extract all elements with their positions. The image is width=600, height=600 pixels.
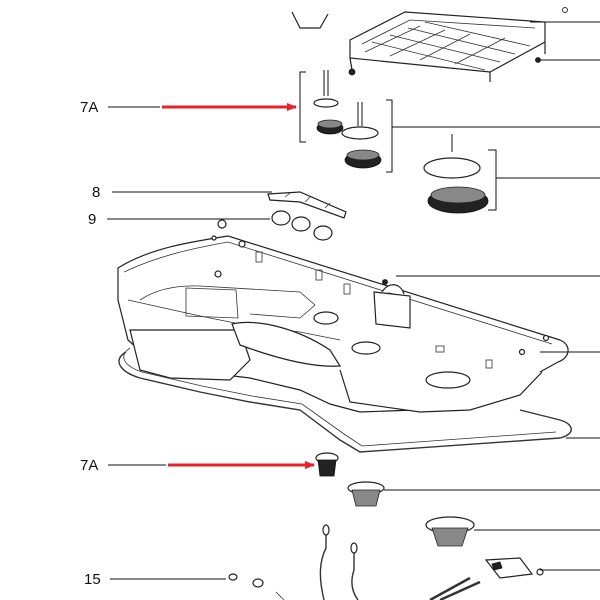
callout-9: 9 — [88, 211, 96, 228]
callout-8: 8 — [92, 184, 100, 201]
burner-group-top — [299, 70, 600, 214]
ignition-module-part — [484, 557, 544, 579]
callout-7a-top: 7A — [80, 99, 98, 116]
small-screw-part — [228, 573, 285, 600]
callout-7a-bottom: 7A — [80, 457, 98, 474]
ignition-wires-part — [319, 524, 481, 600]
pan-support-grate — [291, 11, 546, 82]
knob-panel-part — [267, 191, 347, 219]
gasket-seal-part — [118, 351, 572, 453]
control-knobs-part — [217, 210, 333, 241]
callout-15: 15 — [84, 571, 101, 588]
burner-cup-part-3 — [425, 516, 475, 547]
gasket-seal-inner — [123, 347, 557, 447]
hob-tray-part — [117, 235, 569, 413]
grate-foot-part — [562, 7, 568, 13]
burner-cup-part-2 — [347, 481, 385, 507]
burner-cup-part — [315, 452, 339, 477]
